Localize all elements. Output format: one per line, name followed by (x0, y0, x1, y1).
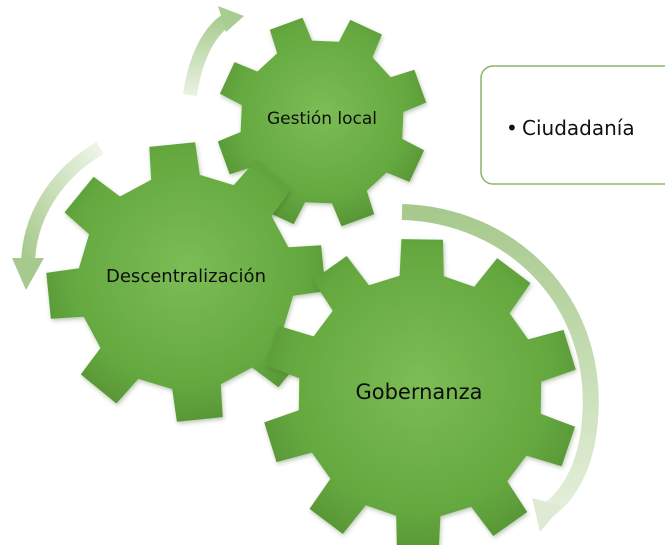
gear-descentralizacion: Descentralización (46, 142, 326, 422)
arrow-right-head (532, 498, 562, 532)
note-box-frame (480, 65, 665, 185)
arrow-top-head (218, 6, 244, 32)
gear-label-gestion-local: Gestión local (267, 109, 377, 129)
arrow-left (21, 141, 104, 263)
note-box: • Ciudadanía (480, 65, 665, 185)
arrow-top (183, 11, 234, 97)
cycle-arrows (12, 6, 599, 532)
gear-label-descentralizacion: Descentralización (106, 266, 266, 287)
gear-label-gobernanza: Gobernanza (355, 380, 482, 404)
arrow-left-head (12, 258, 44, 290)
arrow-right (401, 204, 599, 517)
gear-gobernanza: Gobernanza (264, 239, 576, 545)
gear-shape (264, 239, 576, 545)
gear-shape (46, 142, 326, 422)
note-bullet: • (506, 116, 518, 140)
note-text: Ciudadanía (522, 116, 635, 140)
